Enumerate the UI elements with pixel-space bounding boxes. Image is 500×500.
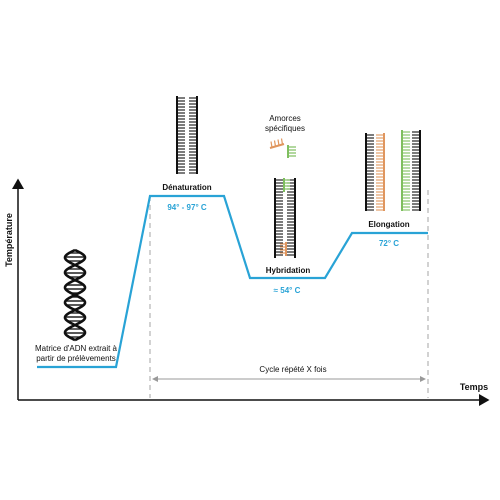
hybridation-temp: ≈ 54° C — [274, 286, 301, 295]
x-axis-title: Temps — [460, 382, 488, 392]
elongation-label: Elongation — [368, 220, 409, 229]
primers-label-line1: Amorces — [269, 114, 301, 123]
primers-icon — [269, 138, 296, 158]
primer-base — [277, 139, 280, 146]
temperature-curve — [37, 194, 428, 369]
template-label-line1: Matrice d'ADN extrait à — [35, 344, 118, 353]
template-label-line2: partir de prélèvements — [36, 354, 116, 363]
denatured-dna-icon — [176, 96, 198, 174]
primer-base — [273, 140, 277, 147]
elongation-temp: 72° C — [379, 239, 399, 248]
helix-strand — [63, 248, 87, 342]
denaturation-temp: 94° - 97° C — [167, 203, 207, 212]
elongated-dna-icon — [365, 130, 421, 211]
hybridized-dna-icon — [274, 178, 296, 258]
y-axis-title: Température — [4, 213, 14, 267]
denaturation-label: Dénaturation — [162, 183, 211, 192]
hybridation-label: Hybridation — [266, 266, 311, 275]
primers-label-line2: spécifiques — [265, 124, 305, 133]
cycle-label: Cycle répété X fois — [259, 365, 326, 374]
primer-base — [270, 141, 273, 148]
dna-helix-icon — [63, 248, 87, 342]
primer-base — [280, 138, 284, 145]
cycle-label-bg — [255, 363, 331, 375]
